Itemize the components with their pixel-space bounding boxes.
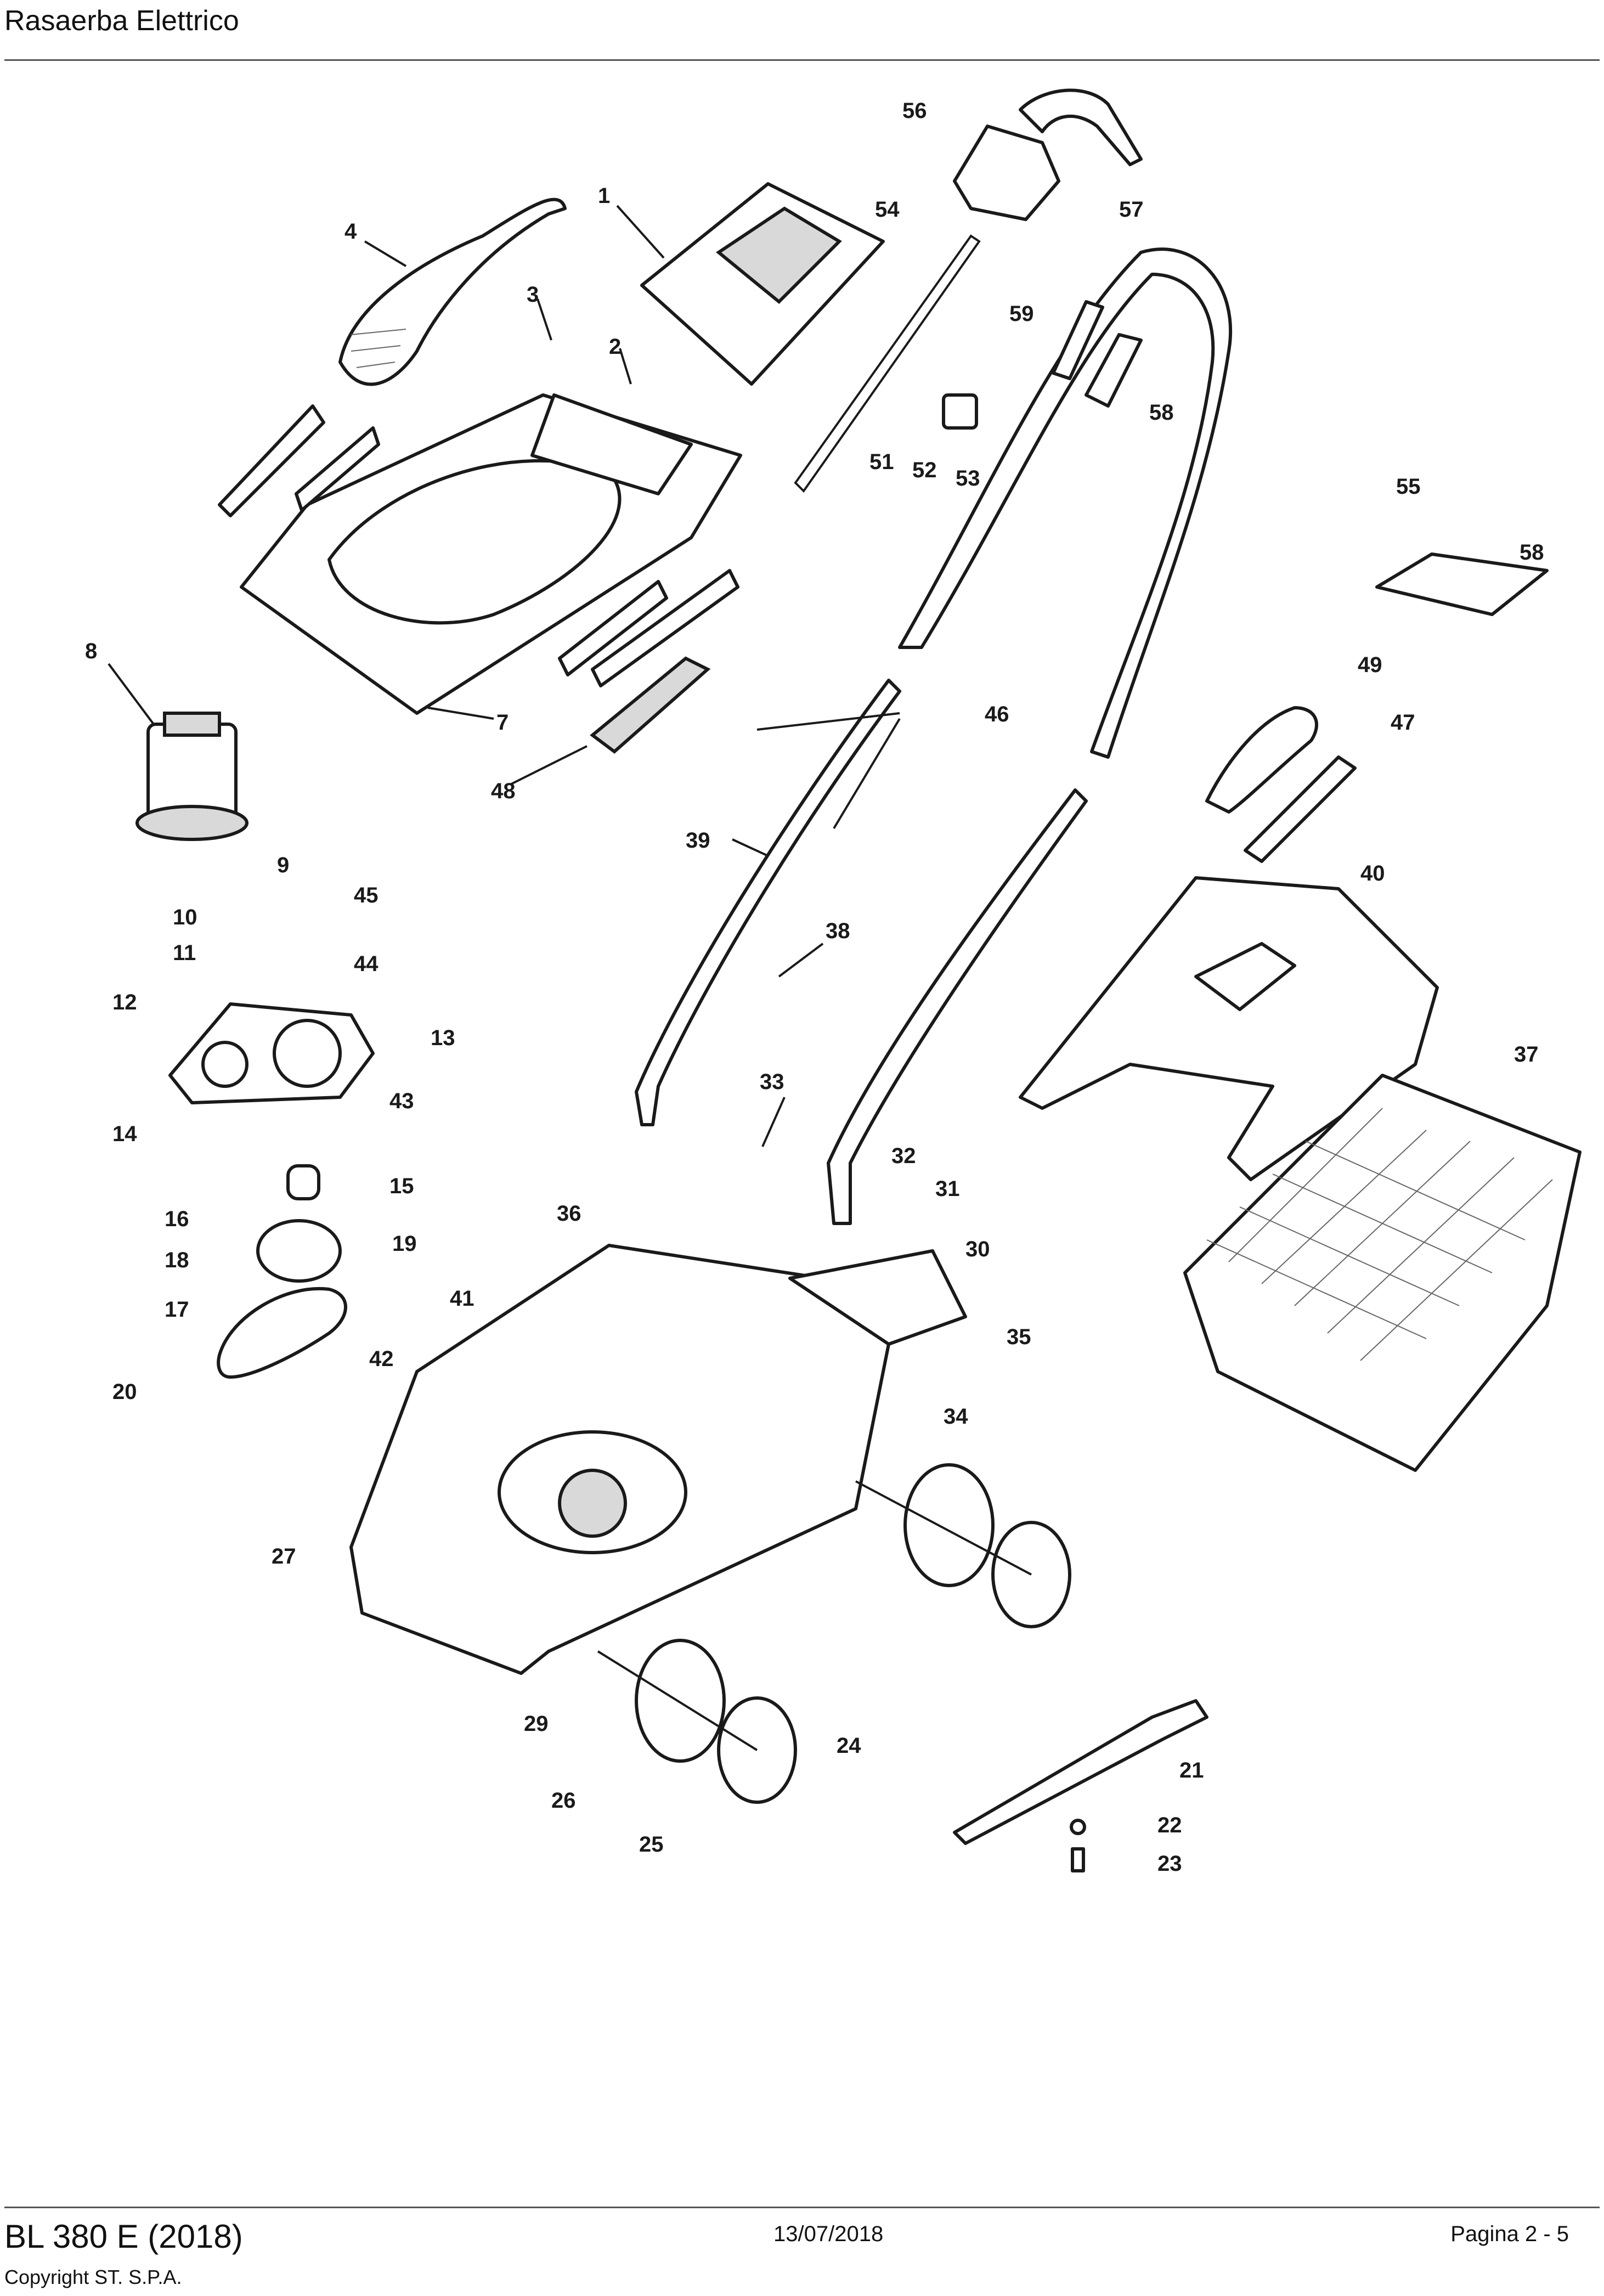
label-56: 56: [902, 99, 927, 123]
part-side-strip-right-2: [591, 569, 739, 687]
part-58-clip: [1085, 333, 1143, 408]
footer-page-number: Pagina 2 - 5: [1450, 2222, 1569, 2246]
footer-rule: [4, 2207, 1600, 2208]
part-34-rear-wheel-assembly: [855, 1463, 1071, 1628]
label-2: 2: [609, 335, 621, 359]
label-29: 29: [524, 1712, 549, 1736]
label-26: 26: [551, 1789, 576, 1813]
document-title: Rasaerba Elettrico: [4, 5, 239, 37]
label-10: 10: [173, 905, 197, 929]
label-36: 36: [557, 1201, 581, 1226]
label-21: 21: [1179, 1758, 1204, 1782]
label-27: 27: [272, 1544, 296, 1569]
header-rule: [4, 59, 1600, 61]
label-57: 57: [1119, 198, 1144, 222]
part-belt-housing: [168, 1002, 375, 1104]
part-grille-48: [590, 656, 711, 754]
part-grip-cover: [338, 198, 567, 386]
label-55: 55: [1396, 475, 1421, 499]
part-55-upper-handle: [898, 247, 1233, 759]
part-20-belt: [217, 1287, 347, 1379]
label-58-bag: 58: [1520, 540, 1544, 565]
part-15-bushing: [286, 1164, 320, 1200]
label-14: 14: [112, 1122, 137, 1146]
part-39-lower-handle-left: [635, 679, 901, 1126]
label-17: 17: [165, 1298, 189, 1322]
part-59-clip: [1052, 300, 1104, 380]
label-45: 45: [354, 883, 379, 907]
label-43: 43: [389, 1089, 414, 1113]
part-39-lower-handle-right: [827, 788, 1088, 1225]
part-cover-lid: [640, 182, 885, 386]
part-56-switch: [953, 88, 1143, 221]
part-37-grass-bag: [1183, 1074, 1582, 1472]
label-31: 31: [935, 1177, 960, 1201]
label-54: 54: [875, 198, 900, 222]
label-1: 1: [598, 184, 610, 208]
part-26-front-wheel-assembly: [597, 1639, 797, 1804]
part-18-pulley: [256, 1219, 342, 1283]
label-7: 7: [496, 710, 509, 735]
label-46: 46: [985, 702, 1009, 726]
part-side-strip-left: [295, 426, 380, 512]
part-number-labels: 1 2 3 4 7 8 9 10 11 12 13 14 15 16 17 18…: [85, 99, 1544, 1876]
label-37: 37: [1514, 1042, 1539, 1067]
label-32: 32: [891, 1144, 916, 1168]
label-12: 12: [112, 990, 137, 1014]
label-19: 19: [392, 1232, 417, 1256]
label-16: 16: [165, 1207, 189, 1231]
label-58: 58: [1149, 400, 1174, 425]
label-13: 13: [431, 1026, 455, 1050]
part-47-handle-base: [1244, 755, 1357, 863]
part-27-mower-deck: [349, 1244, 967, 1675]
label-4: 4: [344, 219, 357, 244]
label-40: 40: [1360, 861, 1385, 885]
label-49: 49: [1358, 653, 1382, 677]
label-25: 25: [639, 1832, 664, 1857]
part-motor-housing: [240, 393, 742, 715]
label-22: 22: [1157, 1813, 1182, 1837]
label-38: 38: [826, 919, 850, 943]
label-44: 44: [354, 952, 379, 976]
label-41: 41: [450, 1287, 475, 1311]
part-21-blade: [953, 1699, 1208, 1845]
label-35: 35: [1007, 1325, 1031, 1349]
part-58-bag-of-parts: [1375, 552, 1549, 616]
part-side-strip-right: [558, 580, 668, 676]
label-42: 42: [369, 1347, 394, 1371]
footer-model: BL 380 E (2018): [4, 2218, 243, 2255]
label-24: 24: [837, 1734, 861, 1758]
label-53: 53: [956, 466, 980, 490]
label-15: 15: [389, 1174, 414, 1198]
part-54-cable: [794, 234, 981, 493]
label-8: 8: [85, 639, 97, 663]
part-49-carry-handle: [1205, 706, 1318, 814]
part-40-grass-bag-frame: [1019, 876, 1439, 1181]
label-3: 3: [527, 283, 539, 307]
label-52: 52: [912, 458, 937, 482]
label-48: 48: [491, 779, 516, 803]
footer-date: 13/07/2018: [773, 2222, 884, 2246]
part-side-grille-left: [218, 404, 325, 517]
label-11: 11: [173, 941, 196, 965]
label-30: 30: [965, 1237, 990, 1261]
part-52-bracket: [942, 393, 978, 430]
label-51: 51: [869, 450, 894, 474]
label-18: 18: [165, 1248, 189, 1272]
footer-copyright: Copyright ST. S.P.A.: [4, 2266, 182, 2288]
part-22-washer: [1070, 1819, 1086, 1835]
exploded-parts-diagram: 1 2 3 4 7 8 9 10 11 12 13 14 15 16 17 18…: [85, 88, 1582, 1876]
part-motor: [135, 712, 248, 841]
part-23-bolt: [1071, 1847, 1085, 1872]
label-34: 34: [944, 1404, 968, 1429]
label-33: 33: [760, 1070, 784, 1094]
label-47: 47: [1391, 710, 1415, 735]
label-39: 39: [686, 828, 710, 853]
label-20: 20: [112, 1380, 137, 1404]
label-9: 9: [277, 853, 289, 877]
label-23: 23: [1157, 1852, 1182, 1876]
label-59: 59: [1009, 302, 1034, 326]
leader-lines: [108, 205, 901, 1147]
